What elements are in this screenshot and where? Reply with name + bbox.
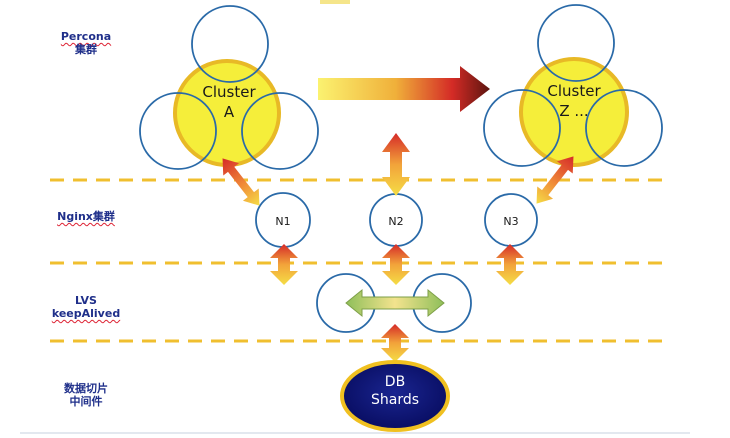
cluster-z-label-line2: Z ... bbox=[559, 102, 588, 120]
nginx-nodes: N1 N2 N3 bbox=[255, 192, 538, 248]
cluster-z-node-top bbox=[537, 4, 615, 82]
nginx-to-cluster-arrows bbox=[222, 133, 574, 206]
cluster-z-label-line1: Cluster bbox=[547, 82, 601, 100]
label-percona-cluster: Percona 集群 bbox=[42, 30, 130, 56]
cluster-a: Cluster A bbox=[139, 5, 319, 170]
label-percona-line2: 集群 bbox=[75, 43, 97, 56]
cluster-z-core bbox=[519, 57, 629, 167]
layer-separators bbox=[50, 178, 666, 343]
lvs-keepalived-pair bbox=[316, 273, 472, 333]
db-shards-ellipse bbox=[340, 360, 450, 432]
arrow-n1-cluster-a bbox=[222, 158, 260, 206]
cluster-a-label-line2: A bbox=[224, 103, 235, 121]
label-lvs-line2: keepAlived bbox=[51, 307, 121, 320]
cluster-a-node-top bbox=[191, 5, 269, 83]
arrow-n2-cluster bbox=[382, 133, 410, 196]
arrow-n3-lvs bbox=[496, 244, 524, 285]
arrow-n2-lvs bbox=[382, 244, 410, 285]
arrow-lvs-db bbox=[381, 324, 409, 362]
label-nginx-cluster: Nginx集群 bbox=[42, 210, 130, 223]
label-sharding-middleware: 数据切片 中间件 bbox=[42, 382, 130, 408]
replication-arrow bbox=[318, 66, 490, 112]
cluster-z: Cluster Z ... bbox=[483, 4, 663, 167]
label-sharding-line2: 中间件 bbox=[69, 395, 103, 408]
arrow-keepalived-heartbeat bbox=[345, 288, 445, 318]
cluster-z-node-right bbox=[585, 89, 663, 167]
arrow-n1-lvs bbox=[270, 244, 298, 285]
cluster-a-label-line1: Cluster bbox=[202, 83, 256, 101]
cluster-a-node-left bbox=[139, 92, 217, 170]
nginx-node-n1-label: N1 bbox=[275, 215, 290, 228]
label-nginx-line1: Nginx集群 bbox=[57, 210, 115, 223]
label-percona-line1: Percona bbox=[60, 30, 112, 43]
nginx-node-n3-label: N3 bbox=[503, 215, 518, 228]
label-lvs-line1: LVS bbox=[75, 294, 97, 307]
arrow-n3-cluster-z bbox=[536, 156, 574, 204]
db-shards: DB Shards bbox=[340, 360, 450, 432]
nginx-node-n2-label: N2 bbox=[388, 215, 403, 228]
db-shards-label-line1: DB bbox=[385, 374, 405, 390]
label-sharding-line1: 数据切片 bbox=[64, 382, 108, 395]
top-edge-stub bbox=[320, 0, 350, 4]
cluster-z-node-left bbox=[483, 89, 561, 167]
db-shards-label-line2: Shards bbox=[371, 392, 419, 408]
label-lvs-keepalived: LVS keepAlived bbox=[42, 294, 130, 320]
cluster-a-node-right bbox=[241, 92, 319, 170]
nginx-to-lvs-arrows bbox=[270, 244, 524, 285]
